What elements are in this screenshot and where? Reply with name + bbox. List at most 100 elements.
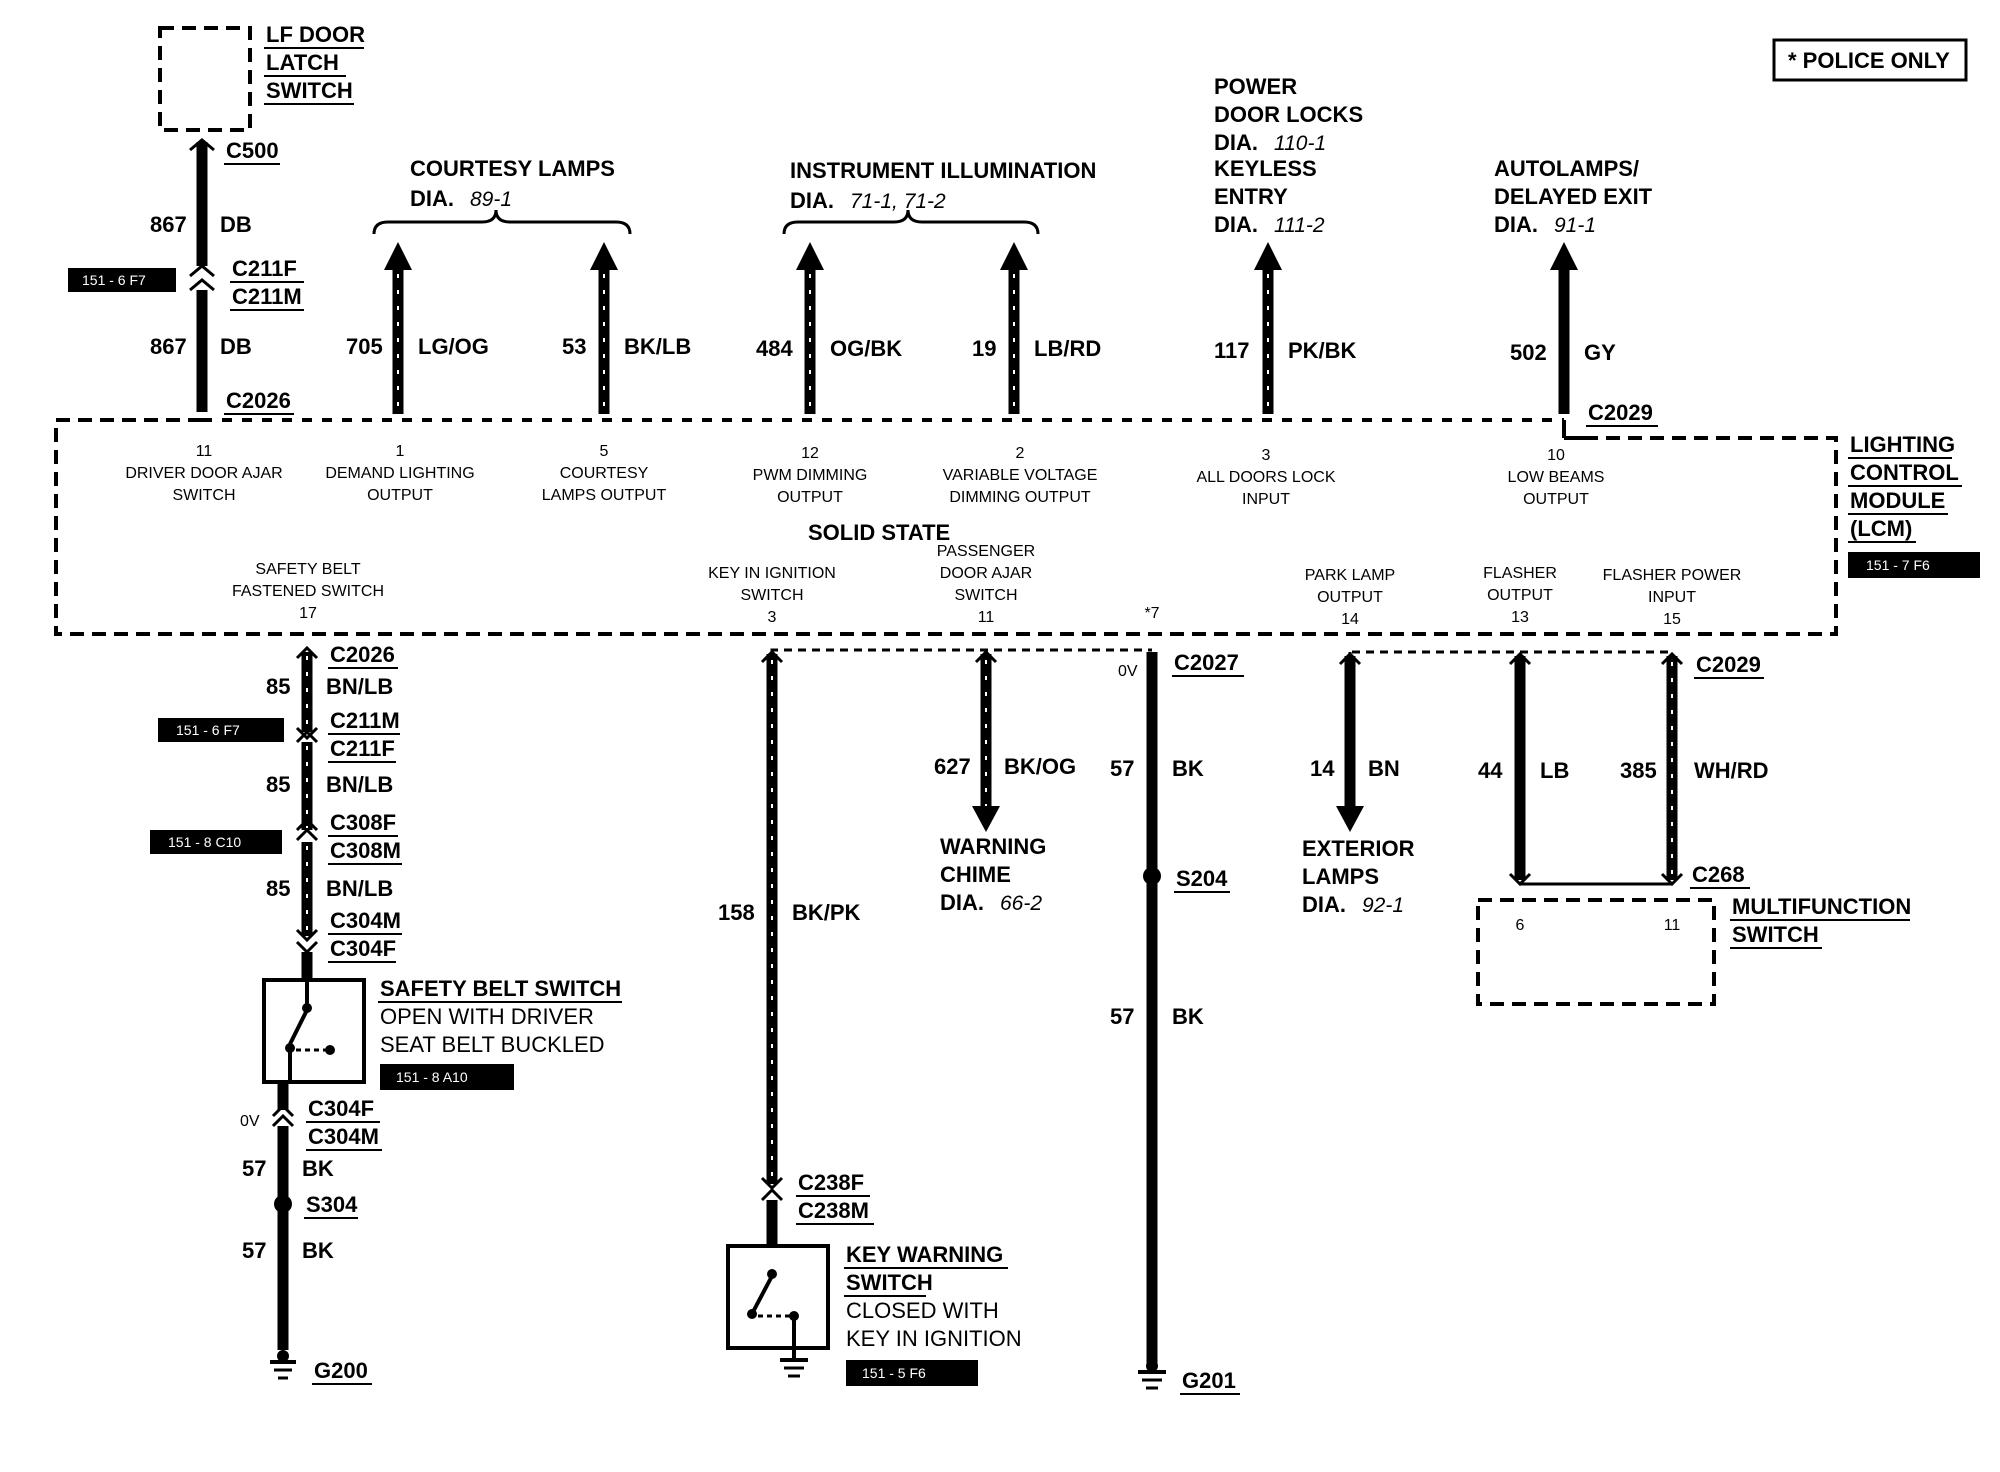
pin-12-l1: PWM DIMMING <box>753 467 868 484</box>
wire-627-circuit: 627 <box>934 754 971 779</box>
wire-85-circuit-2: 85 <box>266 772 290 797</box>
ref-tag-151-6f7-bottom-text: 151 - 6 F7 <box>176 722 240 738</box>
c308m-label: C308M <box>330 838 401 863</box>
ground-g201-label: G201 <box>1182 1368 1236 1393</box>
ref-tag-151-5f6 <box>846 1360 978 1386</box>
c500-connector-icon <box>189 138 215 152</box>
pin-2-l1: VARIABLE VOLTAGE <box>943 467 1098 484</box>
wire-484 <box>796 242 824 414</box>
wire-867-color-upper: DB <box>220 212 252 237</box>
wire-14-color: BN <box>1368 756 1400 781</box>
multifunction-switch-l1: MULTIFUNCTION <box>1732 894 1911 919</box>
pin-14-num: 14 <box>1341 611 1359 628</box>
pin-11-bottom-l2: SWITCH <box>954 587 1017 604</box>
c308f-label: C308F <box>330 810 396 835</box>
wire-57-circuit-left-1: 57 <box>242 1156 266 1181</box>
wire-502 <box>1550 242 1578 414</box>
exterior-lamps-ref: 92-1 <box>1362 894 1404 917</box>
ref-tag-151-8a10-text: 151 - 8 A10 <box>396 1069 468 1085</box>
pin-11-top-num: 11 <box>196 443 213 460</box>
keyless-entry-ref: 111-2 <box>1274 214 1325 237</box>
wire-53-color: BK/LB <box>624 334 691 359</box>
pin-2-num: 2 <box>1016 445 1025 462</box>
c211m-bottom-label: C211M <box>330 708 400 733</box>
wire-117-color: PK/BK <box>1288 338 1357 363</box>
pin-3-bottom-l2: SWITCH <box>740 587 803 604</box>
warning-chime-dia: DIA. <box>940 890 984 915</box>
key-warning-switch-desc-2: KEY IN IGNITION <box>846 1326 1022 1351</box>
wire-19-circuit: 19 <box>972 336 996 361</box>
c268-label: C268 <box>1692 862 1745 887</box>
warning-chime-ref: 66-2 <box>1000 892 1042 915</box>
multifunction-switch-l2: SWITCH <box>1732 922 1819 947</box>
wire-85-color-1: BN/LB <box>326 674 393 699</box>
wire-484-circuit: 484 <box>756 336 793 361</box>
wire-57-left-path <box>271 1082 295 1350</box>
wire-867-circuit-upper: 867 <box>150 212 187 237</box>
wire-867-circuit-lower: 867 <box>150 334 187 359</box>
pin-1-num: 1 <box>396 443 405 460</box>
ground-g201-icon <box>1138 1360 1166 1390</box>
pin-2-l2: DIMMING OUTPUT <box>949 489 1091 506</box>
ground-g200-label: G200 <box>314 1358 368 1383</box>
pin-13-num: 13 <box>1511 609 1529 626</box>
courtesy-lamps-ref: 89-1 <box>470 188 512 211</box>
wire-44-circuit: 44 <box>1478 758 1503 783</box>
ov-left-label: 0V <box>240 1113 260 1130</box>
pin-15-num: 15 <box>1663 611 1681 628</box>
wire-57-color-left-2: BK <box>302 1238 334 1263</box>
pin-10-num: 10 <box>1547 447 1565 464</box>
wire-57-color-center-2: BK <box>1172 1004 1204 1029</box>
power-door-locks-ref: 110-1 <box>1274 132 1326 155</box>
wire-85-path <box>295 645 319 980</box>
wire-85-color-2: BN/LB <box>326 772 393 797</box>
ref-tag-151-8c10 <box>150 830 282 854</box>
wire-44 <box>1508 651 1532 887</box>
ground-g200-icon <box>270 1350 296 1380</box>
wire-19 <box>1000 242 1028 414</box>
wire-44-color: LB <box>1540 758 1569 783</box>
warning-chime-l1: WARNING <box>940 834 1046 859</box>
wire-627 <box>972 649 1000 832</box>
key-warning-switch-label-1: KEY WARNING <box>846 1242 1003 1267</box>
c2026-bottom-label: C2026 <box>330 642 395 667</box>
c238f-label: C238F <box>798 1170 864 1195</box>
pin-1-l1: DEMAND LIGHTING <box>325 465 474 482</box>
pin-7-num: *7 <box>1144 605 1159 622</box>
pin-11-bottom-l1: DOOR AJAR <box>940 565 1032 582</box>
wire-385-color: WH/RD <box>1694 758 1769 783</box>
ref-tag-151-8c10-text: 151 - 8 C10 <box>168 834 241 850</box>
keyless-entry-l1: KEYLESS <box>1214 156 1317 181</box>
pin-3-top-num: 3 <box>1262 447 1271 464</box>
pin-15-l2: INPUT <box>1648 589 1696 606</box>
courtesy-lamps-title: COURTESY LAMPS <box>410 156 615 181</box>
wire-57-circuit-left-2: 57 <box>242 1238 266 1263</box>
pin-5-l2: LAMPS OUTPUT <box>542 487 667 504</box>
splice-s204-label: S204 <box>1176 866 1228 891</box>
wire-85-color-3: BN/LB <box>326 876 393 901</box>
wire-53-circuit: 53 <box>562 334 586 359</box>
lf-door-latch-switch-label-1: LF DOOR <box>266 22 365 47</box>
pin-17-l2: FASTENED SWITCH <box>232 583 384 600</box>
pin-3-bottom-l1: KEY IN IGNITION <box>708 565 836 582</box>
pin-13-l1: FLASHER <box>1483 565 1557 582</box>
keyless-entry-l2: ENTRY <box>1214 184 1288 209</box>
multifunction-switch-box <box>1476 898 1716 1006</box>
instrument-illumination-title: INSTRUMENT ILLUMINATION <box>790 158 1096 183</box>
pin-10-l1: LOW BEAMS <box>1508 469 1605 486</box>
pin-12-l2: OUTPUT <box>777 489 843 506</box>
lf-door-latch-switch-box <box>158 26 252 132</box>
wire-85-circuit-3: 85 <box>266 876 290 901</box>
ref-tag-151-6f7-top-text: 151 - 6 F7 <box>82 272 146 288</box>
pin-3-top-l1: ALL DOORS LOCK <box>1196 469 1335 486</box>
wire-484-color: OG/BK <box>830 336 902 361</box>
wire-705-color: LG/OG <box>418 334 489 359</box>
safety-belt-switch-desc-2: SEAT BELT BUCKLED <box>380 1032 605 1057</box>
pin-5-l1: COURTESY <box>560 465 649 482</box>
safety-belt-switch-label: SAFETY BELT SWITCH <box>380 976 621 1001</box>
pin-10-l2: OUTPUT <box>1523 491 1589 508</box>
autolamps-l2: DELAYED EXIT <box>1494 184 1653 209</box>
splice-s304-dot <box>274 1195 292 1213</box>
wire-57-circuit-center-1: 57 <box>1110 756 1134 781</box>
c2029-bottom-label: C2029 <box>1696 652 1761 677</box>
